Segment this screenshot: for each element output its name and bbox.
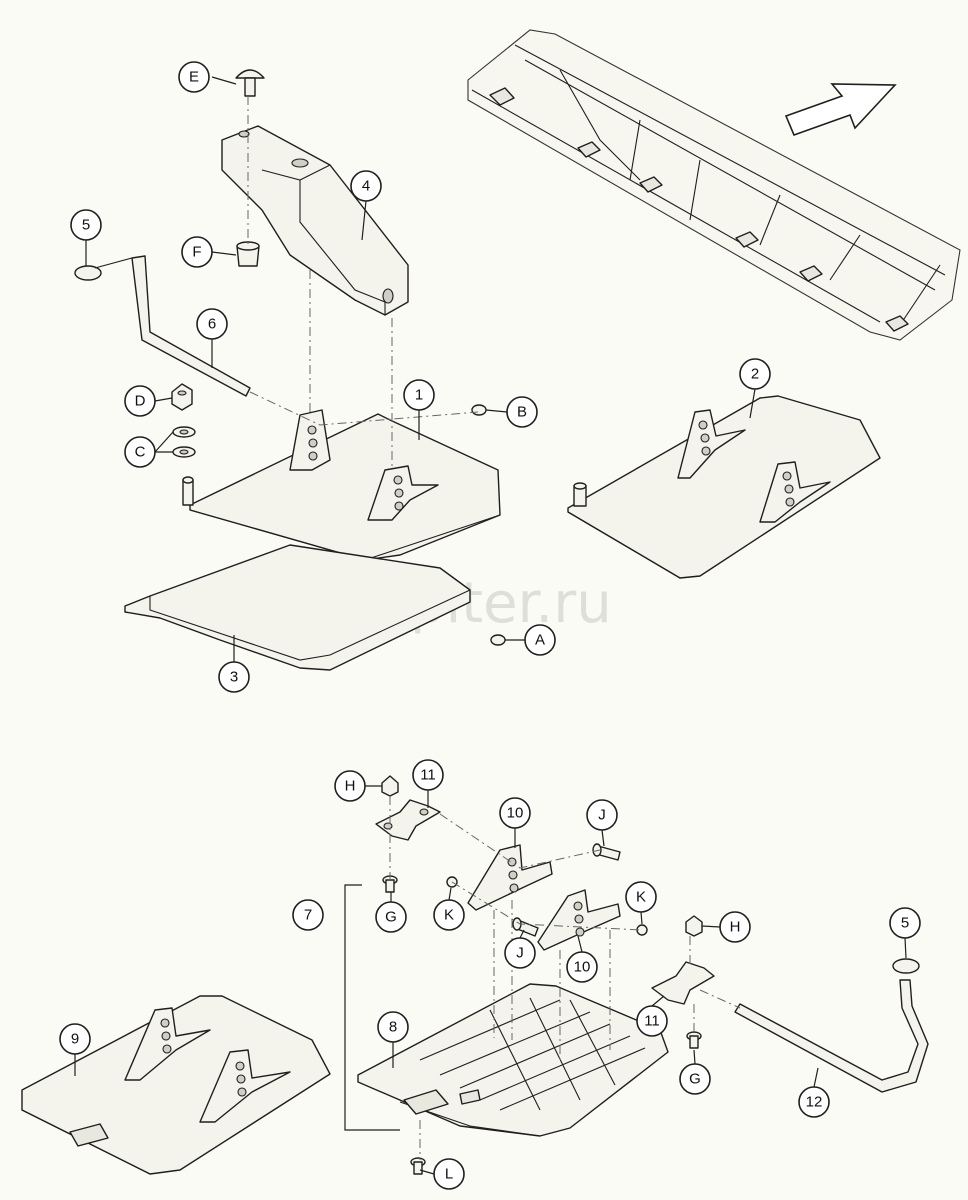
svg-text:8: 8 bbox=[389, 1019, 397, 1036]
plug-f bbox=[236, 241, 260, 267]
assembly-bracket bbox=[344, 884, 400, 1131]
callout-f: F bbox=[181, 236, 213, 268]
skid-shoe-plate bbox=[182, 409, 501, 561]
lock-pin-lower bbox=[892, 958, 920, 974]
svg-text:H: H bbox=[345, 778, 356, 795]
callout-3: 3 bbox=[218, 661, 250, 693]
callout-10-lower: 10 bbox=[566, 951, 598, 983]
adjusting-rod bbox=[131, 255, 251, 397]
nut-h-lower bbox=[685, 915, 703, 937]
callout-a: A bbox=[524, 624, 556, 656]
wear-plate bbox=[124, 544, 471, 671]
callout-e: E bbox=[178, 61, 210, 93]
callout-2: 2 bbox=[739, 358, 771, 390]
callout-l: L bbox=[433, 1158, 465, 1190]
washers-c bbox=[172, 426, 196, 458]
bolt-l bbox=[410, 1157, 426, 1175]
svg-text:G: G bbox=[385, 909, 397, 926]
nut-d bbox=[171, 383, 193, 411]
lower-center-lines bbox=[389, 796, 741, 1160]
bolt-g-upper bbox=[382, 875, 398, 893]
upper-center-lines bbox=[247, 96, 479, 468]
svg-text:J: J bbox=[598, 807, 606, 824]
svg-text:11: 11 bbox=[420, 767, 436, 784]
svg-text:2: 2 bbox=[751, 366, 759, 383]
shoe-bracket-lower bbox=[537, 889, 621, 951]
callout-h-upper: H bbox=[334, 770, 366, 802]
flat-shoe-plate bbox=[21, 995, 331, 1175]
callout-c: C bbox=[124, 436, 156, 468]
callout-7: 7 bbox=[292, 899, 324, 931]
callout-6: 6 bbox=[196, 308, 228, 340]
svg-text:5: 5 bbox=[901, 915, 909, 932]
carriage-bolt-e bbox=[235, 69, 265, 97]
callout-9: 9 bbox=[59, 1023, 91, 1055]
ribbed-shoe-plate bbox=[357, 983, 669, 1137]
clamp-lower bbox=[651, 961, 715, 1005]
callout-10-upper: 10 bbox=[499, 797, 531, 829]
svg-text:4: 4 bbox=[362, 178, 370, 195]
callout-5-lower: 5 bbox=[889, 907, 921, 939]
svg-text:C: C bbox=[135, 444, 146, 461]
callout-d: D bbox=[124, 385, 156, 417]
clamp-upper bbox=[375, 799, 441, 841]
callout-k-right: K bbox=[625, 881, 657, 913]
svg-text:K: K bbox=[636, 889, 646, 906]
callout-h-lower: H bbox=[719, 911, 751, 943]
alternate-shoe-plate bbox=[567, 395, 881, 579]
svg-text:K: K bbox=[444, 907, 454, 924]
svg-text:10: 10 bbox=[507, 805, 524, 822]
svg-text:B: B bbox=[517, 404, 527, 421]
svg-text:G: G bbox=[689, 1071, 701, 1088]
callout-1: 1 bbox=[403, 379, 435, 411]
callout-k-left: K bbox=[433, 899, 465, 931]
callout-11-lower: 11 bbox=[636, 1005, 668, 1037]
header-frame-overview bbox=[467, 29, 961, 341]
svg-text:12: 12 bbox=[806, 1094, 823, 1111]
svg-text:H: H bbox=[730, 919, 741, 936]
callout-g-upper: G bbox=[375, 901, 407, 933]
callout-12: 12 bbox=[798, 1086, 830, 1118]
callout-8: 8 bbox=[377, 1011, 409, 1043]
bolt-g-lower bbox=[686, 1031, 702, 1049]
svg-text:11: 11 bbox=[644, 1013, 660, 1030]
bolt-j-upper bbox=[592, 843, 621, 861]
callout-11-upper: 11 bbox=[412, 759, 444, 791]
callout-j-lower: J bbox=[504, 937, 536, 969]
plate-ribs bbox=[419, 997, 646, 1111]
shoe-bracket-upper bbox=[467, 844, 553, 911]
svg-text:1: 1 bbox=[415, 387, 423, 404]
callout-g-lower: G bbox=[679, 1063, 711, 1095]
svg-text:9: 9 bbox=[71, 1031, 79, 1048]
callouts: E 4 5 F 6 D 1 B C 2 A 3 H 11 10 J 7 G K … bbox=[59, 61, 921, 1190]
svg-text:5: 5 bbox=[82, 217, 90, 234]
bolt-a bbox=[490, 634, 506, 646]
svg-text:F: F bbox=[192, 244, 201, 261]
svg-text:E: E bbox=[189, 69, 199, 86]
callout-4: 4 bbox=[350, 170, 382, 202]
svg-text:L: L bbox=[445, 1166, 453, 1183]
svg-text:3: 3 bbox=[230, 669, 238, 686]
callout-leaders bbox=[74, 76, 907, 1175]
svg-text:J: J bbox=[516, 945, 524, 962]
mounting-bracket bbox=[221, 125, 409, 316]
svg-text:A: A bbox=[535, 632, 545, 649]
overview-skid-shoes bbox=[489, 87, 909, 332]
nut-b bbox=[471, 404, 487, 416]
nut-h-upper bbox=[381, 775, 399, 797]
callout-5: 5 bbox=[70, 209, 102, 241]
lock-pin bbox=[74, 257, 133, 281]
direction-arrow bbox=[784, 83, 897, 137]
svg-text:7: 7 bbox=[304, 907, 312, 924]
svg-text:6: 6 bbox=[208, 316, 216, 333]
callout-j-upper: J bbox=[586, 799, 618, 831]
svg-text:10: 10 bbox=[574, 959, 591, 976]
callout-b: B bbox=[506, 396, 538, 428]
bolt-j-lower bbox=[512, 917, 539, 937]
adjusting-rod-lower bbox=[734, 979, 929, 1093]
svg-text:D: D bbox=[135, 393, 146, 410]
